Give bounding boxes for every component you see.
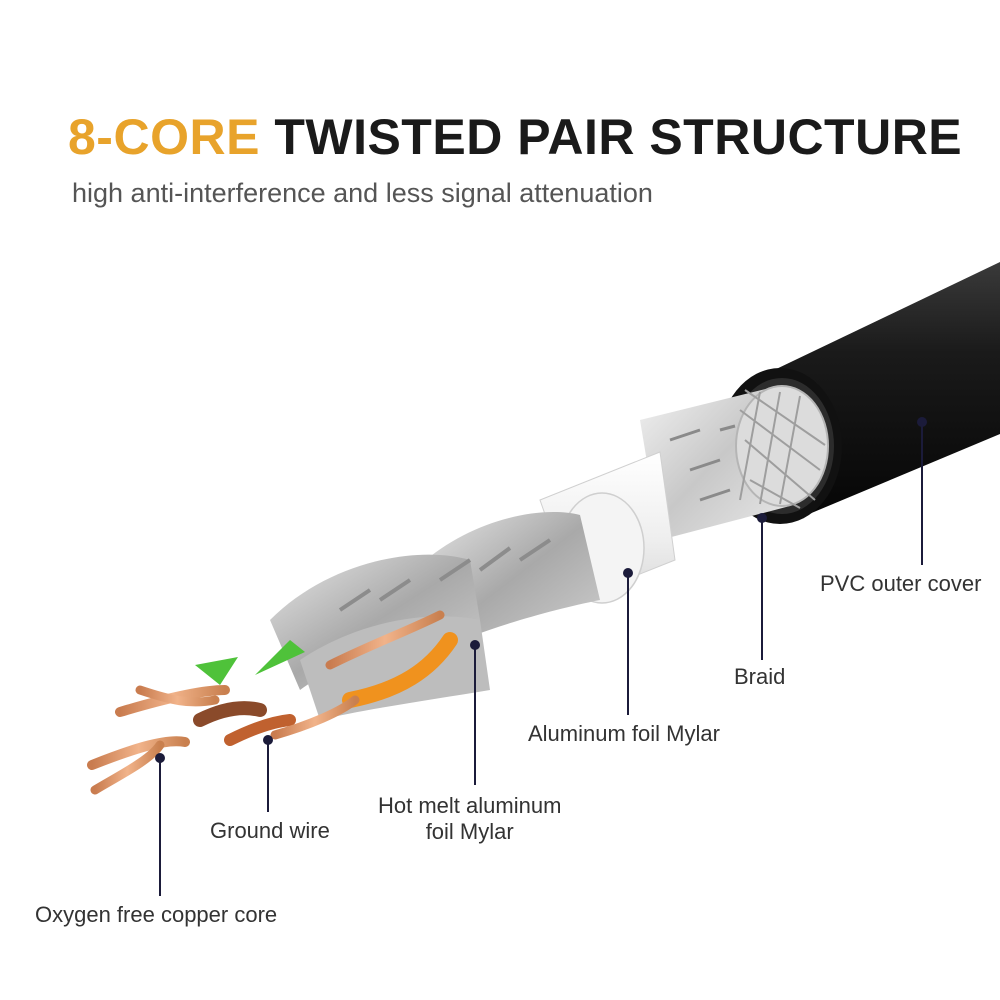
copper-cores xyxy=(87,610,445,795)
label-ground-wire: Ground wire xyxy=(210,818,330,843)
label-hot-melt-line1: Hot melt aluminum xyxy=(378,793,562,818)
label-aluminum-foil-mylar: Aluminum foil Mylar xyxy=(528,721,720,746)
label-oxygen-free-copper-core: Oxygen free copper core xyxy=(35,902,278,927)
label-hot-melt-line2: foil Mylar xyxy=(425,819,514,844)
leader-lines xyxy=(155,417,927,896)
colored-wires xyxy=(193,632,458,746)
label-braid: Braid xyxy=(734,664,786,689)
page-subtitle: high anti-interference and less signal a… xyxy=(72,178,653,208)
page-title: 8-CORE TWISTED PAIR STRUCTURE xyxy=(68,108,962,166)
label-hot-melt-aluminum-foil: Hot melt aluminum foil Mylar xyxy=(378,793,561,845)
title-rest: TWISTED PAIR STRUCTURE xyxy=(274,109,963,165)
label-pvc-outer-cover: PVC outer cover xyxy=(820,571,982,596)
title-accent: 8-CORE xyxy=(68,109,260,165)
braid-layer xyxy=(640,385,829,540)
